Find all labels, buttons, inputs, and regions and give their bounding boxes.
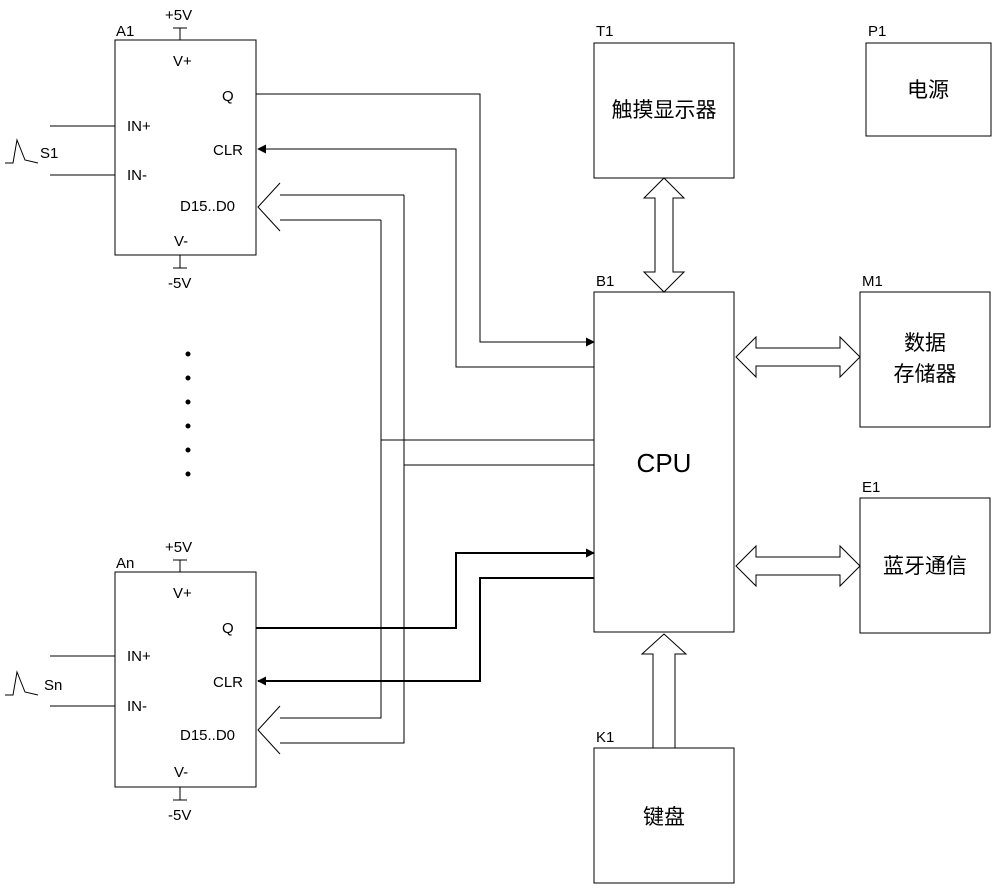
bus-arrowhead-a1 [257,182,281,232]
adc-a1-vminus: V- [174,233,188,250]
cpu-bluetooth-arrow [735,544,861,588]
adc-an-clr: CLR [213,674,243,691]
keyboard-id: K1 [596,729,614,746]
adc-an-id: An [116,555,134,572]
bus-arrowhead-an [257,705,281,755]
adc-a1-vplus: V+ [173,53,192,70]
power-id: P1 [868,23,886,40]
bluetooth-id: E1 [862,479,880,496]
wire-an-q [256,548,595,629]
signal-sn-label: Sn [44,677,62,694]
adc-a1-clr: CLR [213,142,243,159]
wire-an-clr [257,577,594,686]
cpu-id: B1 [596,273,614,290]
bus-inner [280,464,594,744]
display-label: 触摸显示器 [612,99,717,122]
adc-a1-box [114,39,257,256]
adc-a1-in-minus: IN- [127,167,147,184]
wire-a1-clr [257,144,594,368]
adc-an-q: Q [222,620,234,637]
adc-a1-vee: -5V [168,275,191,292]
memory-id: M1 [862,273,883,290]
keyboard-label: 键盘 [643,806,685,829]
signal-s1-label: S1 [40,145,58,162]
adc-an-vminus: V- [174,764,188,781]
cpu-memory-arrow [735,335,861,379]
memory-box [859,291,991,428]
adc-an-vcc: +5V [165,539,192,556]
keyboard-cpu-arrow [640,633,688,749]
memory-label-line2: 存储器 [894,363,957,386]
wire-a1-q [256,93,595,347]
adc-a1-q: Q [222,88,234,105]
adc-an-in-minus: IN- [127,698,147,715]
adc-a1-data: D15..D0 [180,198,235,215]
power-box [865,42,992,137]
pulse-s1-icon [5,138,39,164]
adc-an-vplus: V+ [173,585,192,602]
bluetooth-label: 蓝牙通信 [883,555,967,578]
ellipsis-dots [185,351,191,477]
memory-label-line1: 数据 [904,332,946,355]
adc-a1-in-plus: IN+ [127,118,151,135]
bus-outer [280,439,594,719]
adc-a1-id: A1 [116,23,134,40]
adc-an-vee: -5V [168,807,191,824]
pulse-sn-icon [5,670,39,696]
adc-an-box [114,571,257,788]
display-cpu-arrow [642,177,686,293]
adc-an-in-plus: IN+ [127,648,151,665]
adc-a1-vcc: +5V [165,7,192,24]
adc-an-data: D15..D0 [180,727,235,744]
cpu-label: CPU [637,448,692,478]
display-id: T1 [596,23,614,40]
power-label: 电源 [907,79,949,102]
